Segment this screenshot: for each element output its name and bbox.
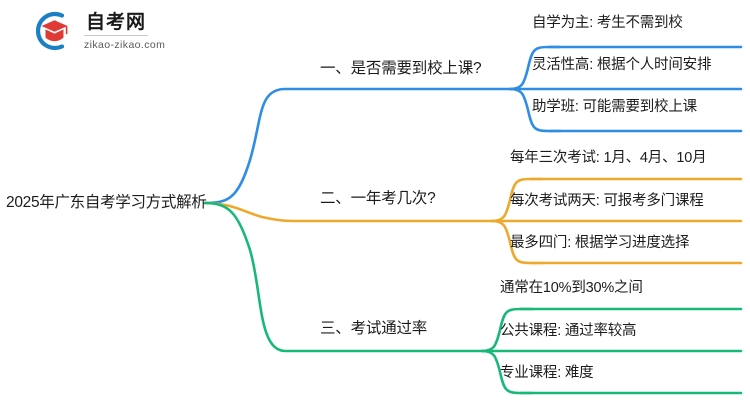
mindmap-leaf-3-2: 公共课程: 通过率较高	[500, 323, 637, 339]
branch-3-stem	[203, 201, 484, 353]
mindmap-leaf-3-1: 通常在10%到30%之间	[500, 280, 643, 296]
mindmap-leaf-1-2: 灵活性高: 根据个人时间安排	[532, 57, 712, 73]
logo-title: 自考网	[84, 12, 149, 37]
logo-domain: zikao-zikao.com	[84, 39, 166, 52]
branch-3-leaf-3-connector	[480, 349, 534, 395]
mindmap-leaf-2-3: 最多四门: 根据学习进度选择	[510, 235, 690, 251]
branch-2-leaf-3-connector	[490, 219, 544, 265]
mindmap-branch-1-node: 一、是否需要到校上课?	[320, 60, 482, 77]
branch-3-connectors	[203, 201, 743, 395]
mindmap-leaf-1-1: 自学为主: 考生不需到校	[532, 15, 683, 31]
mindmap-leaf-3-3: 专业课程: 难度	[500, 365, 594, 381]
branch-2-stem	[203, 201, 494, 223]
logo-text: 自考网 zikao-zikao.com	[84, 11, 166, 52]
mindmap-leaf-2-2: 每次考试两天: 可报考多门课程	[510, 193, 704, 209]
site-logo: 自考网 zikao-zikao.com	[30, 8, 165, 54]
mindmap-leaf-2-1: 每年三次考试: 1月、4月、10月	[510, 150, 707, 166]
mindmap-root-node: 2025年广东自考学习方式解析	[6, 194, 207, 211]
branch-1-leaf-3-connector	[508, 87, 562, 133]
mindmap-branch-3-node: 三、考试通过率	[320, 320, 428, 337]
branch-1-stem	[203, 87, 512, 205]
graduation-cap-circle-icon	[30, 8, 76, 54]
branch-1-connectors	[203, 45, 743, 205]
mindmap-branch-2-node: 二、一年考几次?	[320, 190, 436, 207]
branch-1-leaf-1-connector	[508, 45, 562, 91]
branch-2-connectors	[203, 177, 743, 265]
branch-2-leaf-1-connector	[490, 177, 544, 223]
mindmap-leaf-1-3: 助学班: 可能需要到校上课	[532, 99, 697, 115]
branch-3-leaf-1-connector	[480, 307, 534, 353]
